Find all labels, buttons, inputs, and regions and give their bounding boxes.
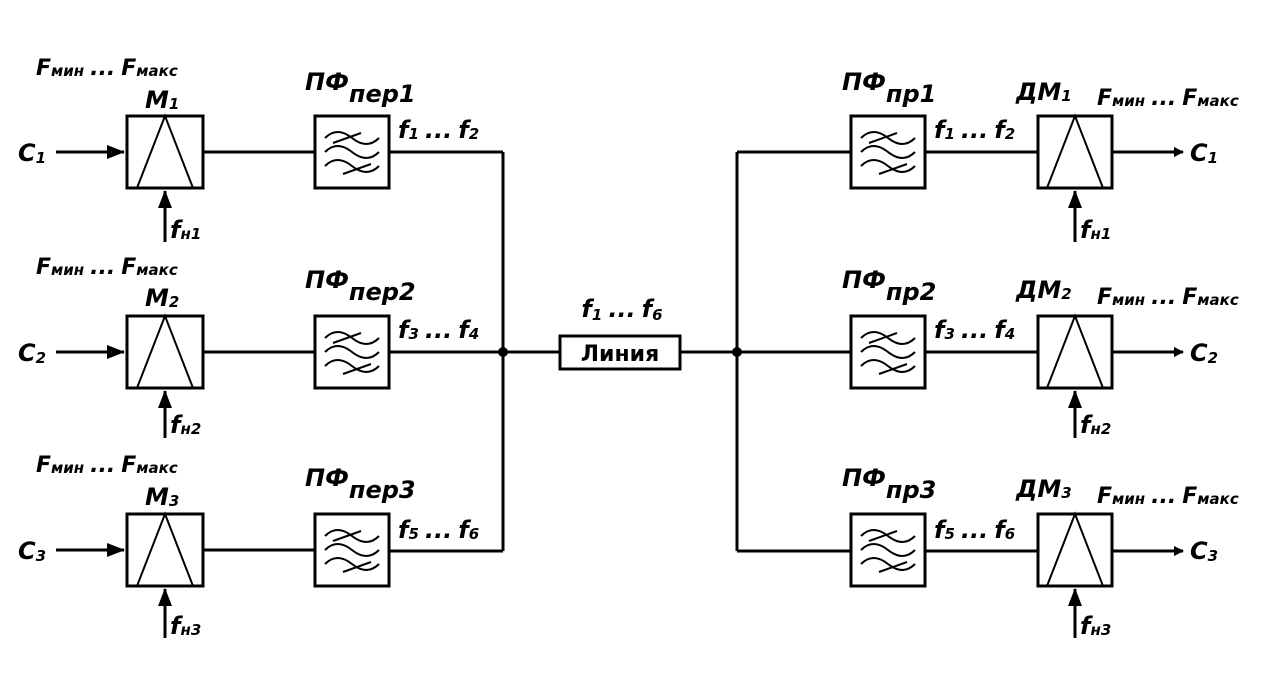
line-band-label: f1...f6 [581,295,662,324]
demodulator-label-2: ДМ2 [1015,276,1072,304]
rx-carrier-label-1: fн1 [1080,216,1111,244]
tx-band-range-2: Fмин...Fмакс [36,255,178,280]
rx-band-label-3: f5...f6 [934,516,1015,544]
tx-band-range-3: Fмин...Fмакс [36,453,178,478]
demodulator-triangle-1 [1046,113,1104,189]
rx-band-label-2: f3...f4 [934,316,1015,344]
line-box [558,334,682,371]
tx-band-label-3: f5...f6 [398,516,479,544]
rx-carrier-label-2: fн2 [1080,411,1111,439]
tx-bandpass-filter-3 [313,512,391,588]
modulator-box-1 [125,114,205,190]
input-signal-label-2: C2 [18,339,46,367]
carrier-label-3: fн3 [170,612,201,640]
carrier-label-1: fн1 [170,216,201,244]
tx-band-label-2: f3...f4 [398,316,479,344]
tx-filter-label-2: ПФпер2 [305,266,416,306]
rx-bandpass-filter-2 [849,314,927,390]
rx-filter-label-2: ПФпр2 [842,266,936,306]
modulator-label-3: М3 [145,483,179,511]
output-signal-label-2: C2 [1190,339,1218,367]
tx-filter-label-1: ПФпер1 [305,68,416,108]
rx-band-range-2: Fмин...Fмакс [1097,285,1239,310]
tx-channel-3: Fмин...Fмакс М3 C3 fн3 ПФпер3 f5...f6 [18,453,503,640]
demodulator-box-2 [1036,314,1114,390]
input-signal-label-1: C1 [18,139,46,167]
tx-filter-label-3: ПФпер3 [305,464,416,504]
rx-channel-1: ПФпр1 f1...f2 ДМ1 fн1 Fмин...Fмакс C1 [737,68,1239,244]
modulator-box-2 [125,314,205,390]
demodulator-box-3 [1036,512,1114,588]
rx-channel-3: ПФпр3 f5...f6 ДМ3 fн3 Fмин...Fмакс C3 [737,464,1239,640]
line-label: Линия [581,342,659,367]
rx-bandpass-filter-1 [849,114,927,190]
tx-channel-2: Fмин...Fмакс М2 C2 fн2 ПФпер2 f3...f4 [18,255,503,439]
demodulator-label-1: ДМ1 [1015,78,1072,106]
demodulator-label-3: ДМ3 [1015,475,1072,503]
tx-band-label-1: f1...f2 [398,116,479,144]
rx-filter-label-3: ПФпр3 [842,464,936,504]
rx-band-label-1: f1...f2 [934,116,1015,144]
modulator-label-1: М1 [145,86,179,114]
input-signal-label-3: C3 [18,537,46,565]
tx-channel-1: Fмин...Fмакс М1 C1 fн1 ПФпер1 f1...f2 [18,56,503,244]
tx-bandpass-filter-2 [313,314,391,390]
tx-band-range-1: Fмин...Fмакс [36,56,178,81]
demodulator-box-1 [1036,114,1114,190]
tx-bandpass-filter-1 [313,114,391,190]
rx-carrier-label-3: fн3 [1080,612,1111,640]
rx-channel-2: ПФпр2 f3...f4 ДМ2 fн2 Fмин...Fмакс C2 [737,266,1239,439]
rx-band-range-3: Fмин...Fмакс [1097,484,1239,509]
demodulator-triangle-2 [1046,313,1104,389]
modulator-box-3 [125,512,205,588]
rx-bandpass-filter-3 [849,512,927,588]
modulator-triangle-2 [136,313,194,389]
modulator-triangle-1 [136,113,194,189]
carrier-label-2: fн2 [170,411,201,439]
demodulator-triangle-3 [1046,511,1104,587]
rx-band-range-1: Fмин...Fмакс [1097,86,1239,111]
rx-filter-label-1: ПФпр1 [842,68,936,108]
output-signal-label-1: C1 [1190,139,1218,167]
modulator-label-2: М2 [145,284,179,312]
modulator-triangle-3 [136,511,194,587]
output-signal-label-3: C3 [1190,537,1218,565]
